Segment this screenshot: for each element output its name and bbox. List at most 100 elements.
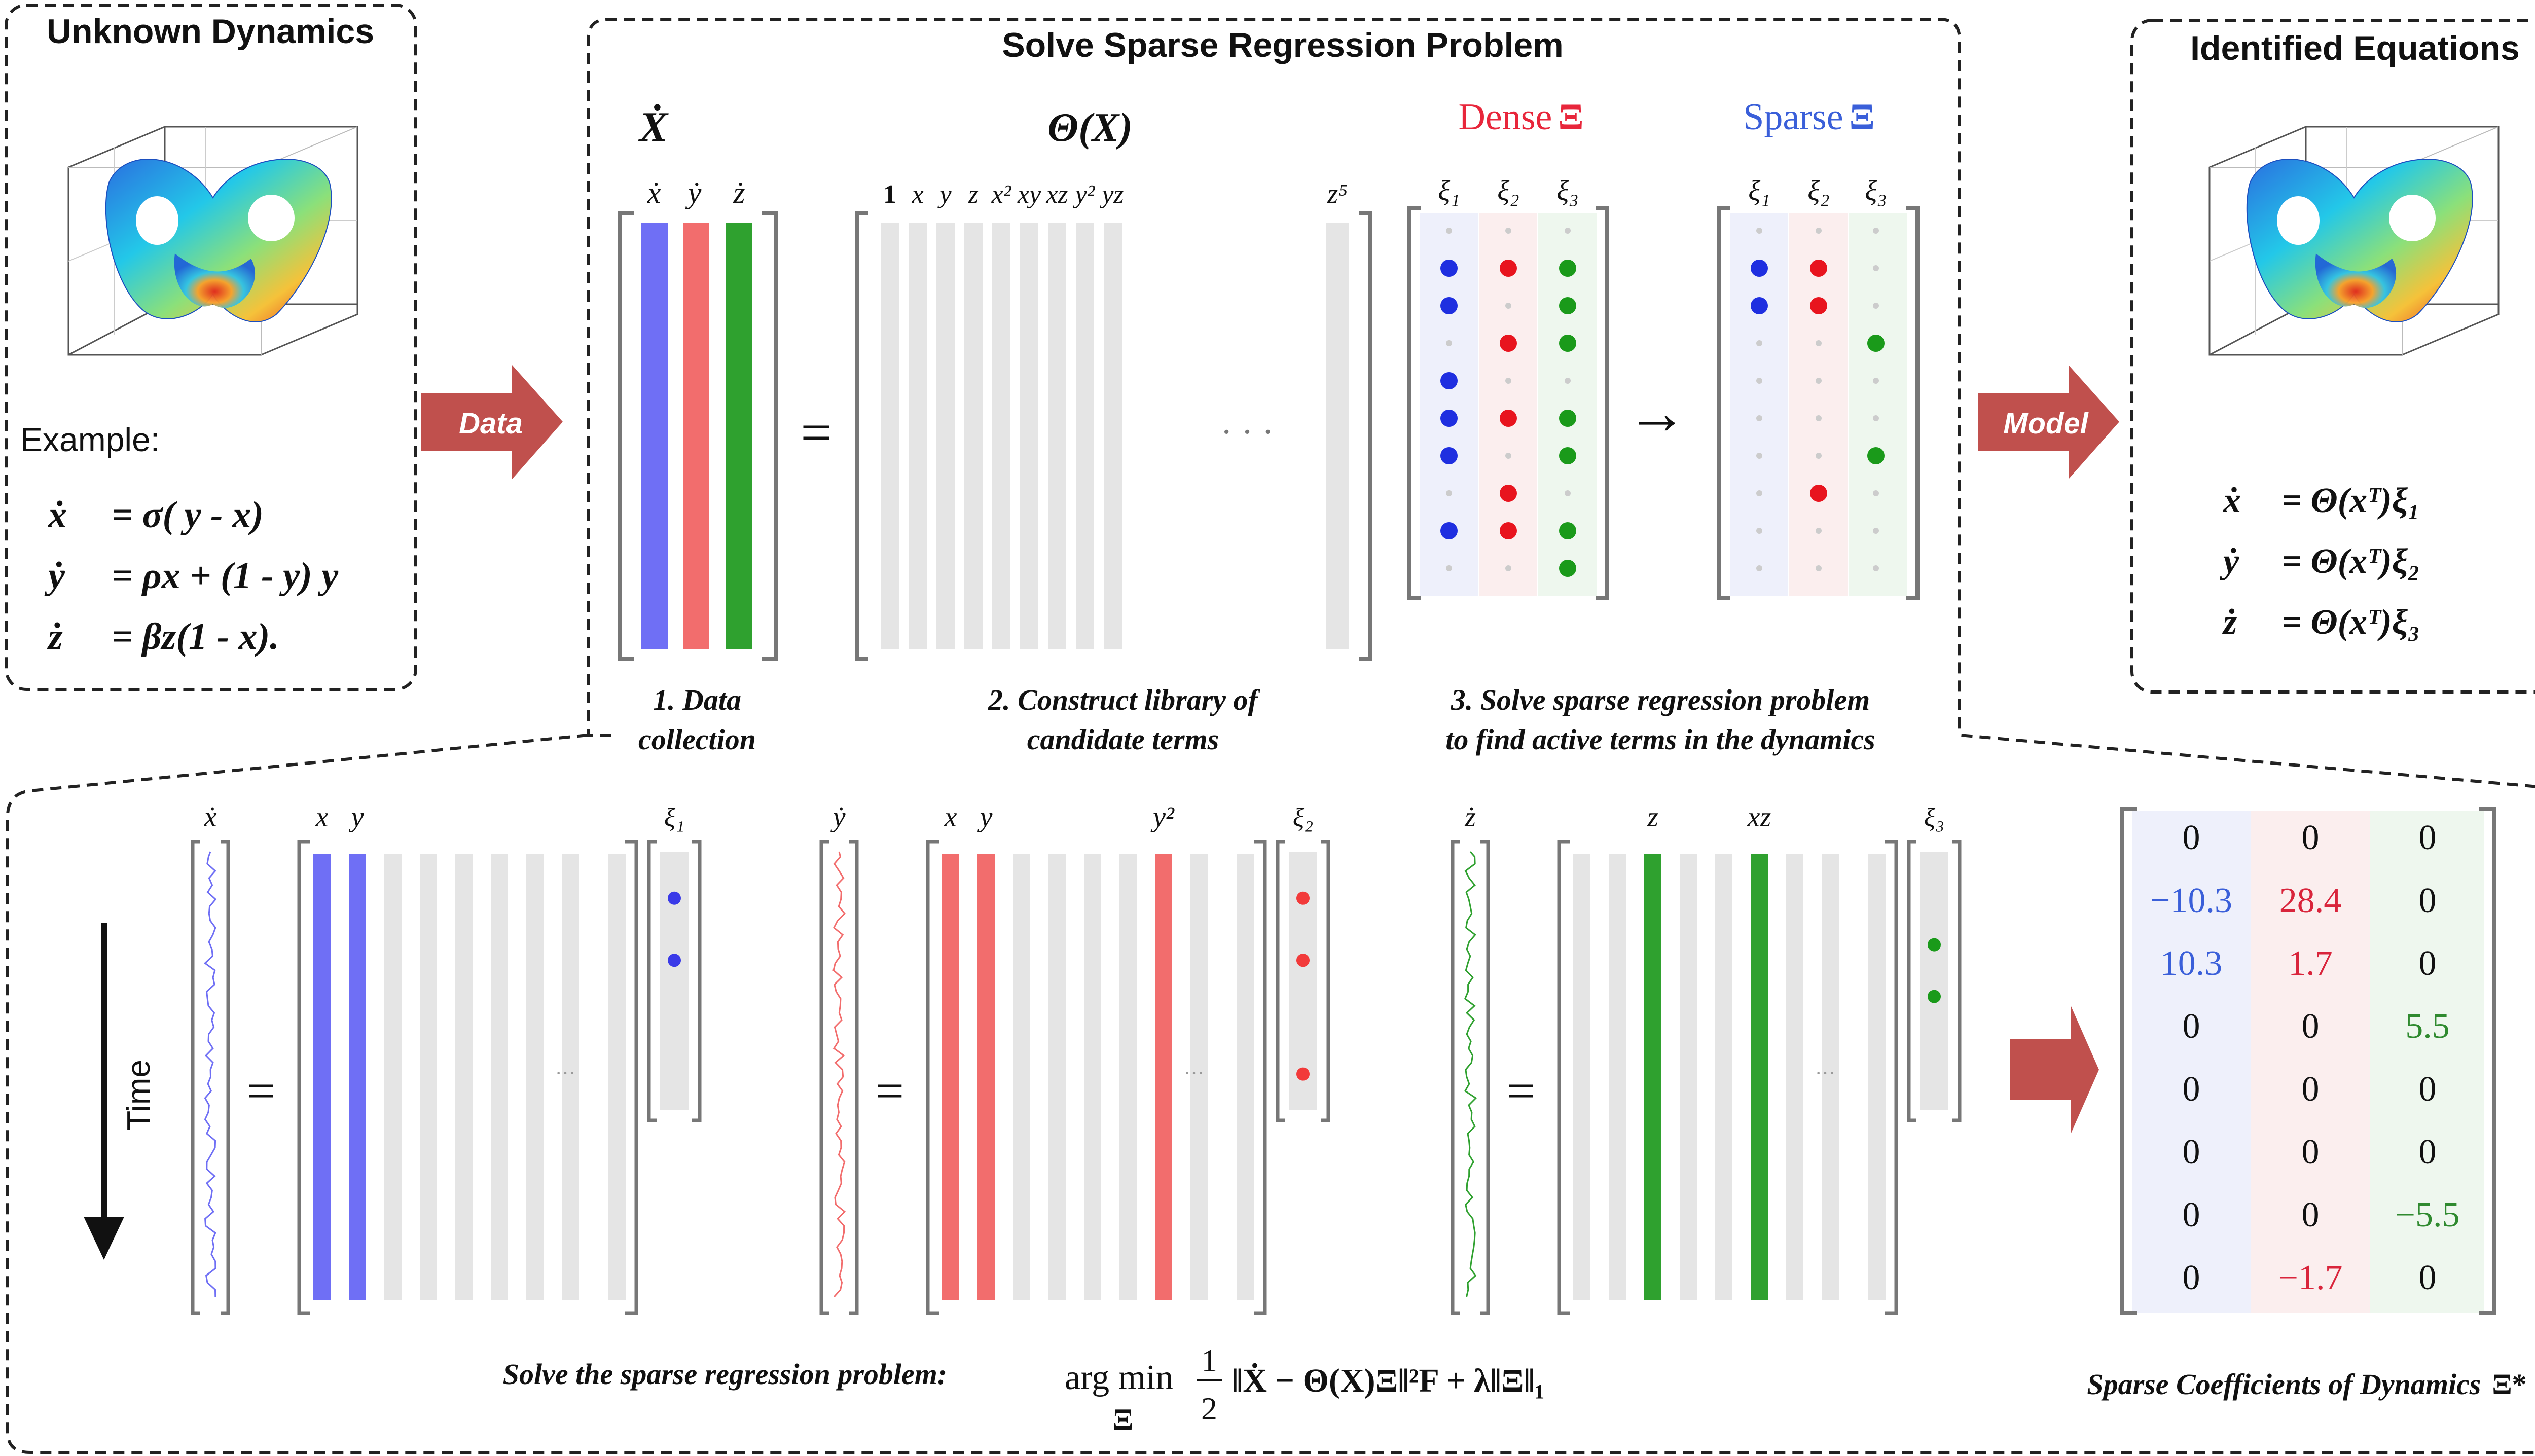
inactive-coefficient-dot <box>1505 453 1511 459</box>
inactive-coefficient-dot <box>1756 453 1762 459</box>
xi-vector-column <box>1920 852 1948 1110</box>
step3-caption: 3. Solve sparse regression problem <box>1451 683 1870 716</box>
active-coefficient-dot <box>1867 335 1885 352</box>
theta-column <box>964 223 983 649</box>
inactive-coefficient-dot <box>1816 453 1822 459</box>
matrix-band-red <box>2251 811 2370 1313</box>
bracket-left <box>1407 206 1421 600</box>
derivative-label: ẋ <box>204 802 217 833</box>
bracket-right <box>2479 807 2496 1315</box>
bracket-right <box>1359 211 1372 661</box>
theta-col-label: yz <box>1099 180 1124 209</box>
inactive-coefficient-dot <box>1816 528 1822 534</box>
equation-rhs: = Θ(xᵀ)ξ₁ <box>2282 481 2420 520</box>
bracket-right <box>1596 206 1609 600</box>
xi-col-label: ξ₃ <box>1865 175 1887 207</box>
matrix-cell: −5.5 <box>2396 1195 2460 1234</box>
matrix-cell: 0 <box>2183 1133 2200 1172</box>
argmin-label: arg min <box>1065 1358 1174 1397</box>
xi-bracket <box>1276 840 1330 1122</box>
inactive-coefficient-dot <box>1816 378 1822 384</box>
theta-column <box>881 223 899 649</box>
ydot-column <box>683 223 709 649</box>
equation-lhs: ẏ <box>2220 542 2239 581</box>
library-dots: ··· <box>1815 1062 1835 1084</box>
active-coefficient-dot <box>1440 447 1458 464</box>
active-library-column <box>942 854 959 1300</box>
theta-col-label: xz <box>1045 180 1068 209</box>
solve-panel: Solve Sparse Regression Problem Ẋ ẋ ẏ ż … <box>587 18 1961 756</box>
panel-border <box>587 18 1961 737</box>
inactive-coefficient-dot <box>1565 378 1571 384</box>
active-coefficient-dot <box>1440 372 1458 389</box>
dense-to-sparse-arrow: → <box>1626 379 1687 447</box>
inactive-coefficient-dot <box>1505 228 1511 234</box>
objective-terms: ‖Ẋ − Θ(X)Ξ‖²F + λ‖Ξ‖₁ <box>1232 1362 1545 1399</box>
inactive-coefficient-dot <box>1873 528 1879 534</box>
step1-caption: 1. Data <box>653 683 741 716</box>
panel-title: Identified Equations <box>2190 29 2520 67</box>
library-column <box>526 854 544 1300</box>
matrix-cell: 0 <box>2419 818 2437 857</box>
inactive-coefficient-dot <box>1873 490 1879 496</box>
inactive-coefficient-dot <box>1505 378 1511 384</box>
matrix-band-green <box>2370 811 2484 1313</box>
step2-caption: candidate terms <box>1027 723 1219 756</box>
equation-rhs: = βz(1 - x). <box>112 616 279 658</box>
xi-active-dot <box>668 954 681 967</box>
derivative-timeseries <box>204 851 217 1297</box>
equals-sign: = <box>876 1063 904 1119</box>
to-matrix-arrow <box>2010 1006 2099 1133</box>
matrix-cell: 0 <box>2419 944 2437 983</box>
bracket-left <box>2120 807 2137 1315</box>
inactive-coefficient-dot <box>1756 340 1762 346</box>
library-term-label: x <box>944 802 957 833</box>
derivative-label: ẏ <box>830 802 846 833</box>
xi-active-dot <box>1296 891 1310 905</box>
panel-border <box>5 4 417 691</box>
equation-lhs: ẏ <box>44 555 65 597</box>
attractor-plot <box>67 126 358 356</box>
argmin-subscript: Ξ <box>1113 1403 1134 1436</box>
library-column <box>1680 854 1697 1300</box>
identified-equations: ẋ = Θ(xᵀ)ξ₁ ẏ = Θ(xᵀ)ξ₂ ż = Θ(xᵀ)ξ₃ <box>2220 481 2420 642</box>
inactive-coefficient-dot <box>1505 565 1511 571</box>
equation-lhs: ẋ <box>48 494 67 536</box>
inactive-coefficient-dot <box>1756 415 1762 421</box>
matrix-cell: 1.7 <box>2288 944 2333 983</box>
xi-active-dot <box>668 891 681 905</box>
xi-bracket <box>647 840 702 1122</box>
inactive-coefficient-dot <box>1756 490 1762 496</box>
data-arrow-label: Data <box>459 407 523 440</box>
lorenz-surface <box>105 159 332 322</box>
sparse-xi-symbol: Ξ <box>1850 96 1875 138</box>
matrix-cell: 0 <box>2183 1195 2200 1234</box>
equals-sign: = <box>1507 1063 1535 1119</box>
theta-column <box>936 223 955 649</box>
dense-xi-symbol: Ξ <box>1558 96 1583 138</box>
objective-formula: arg min Ξ 1 2 ‖Ẋ − Θ(X)Ξ‖²F + λ‖Ξ‖₁ <box>1065 1342 1545 1436</box>
inactive-coefficient-dot <box>1756 565 1762 571</box>
theta-col-label: 1 <box>883 180 896 209</box>
matrix-cell: 10.3 <box>2160 944 2223 983</box>
xi-active-dot <box>1296 1067 1310 1081</box>
active-coefficient-dot <box>1500 485 1517 502</box>
library-column <box>420 854 437 1300</box>
bracket-right <box>762 211 778 661</box>
time-label: Time <box>120 1060 157 1131</box>
matrix-cell: −1.7 <box>2278 1258 2343 1297</box>
model-arrow: Model <box>1978 365 2119 479</box>
panel-title: Solve Sparse Regression Problem <box>1002 26 1563 64</box>
active-coefficient-dot <box>1810 297 1827 314</box>
active-library-column <box>977 854 995 1300</box>
inactive-coefficient-dot <box>1446 228 1452 234</box>
active-library-column <box>313 854 331 1300</box>
xi-label: ξ₃ <box>1924 804 1944 832</box>
equation-lhs: ż <box>47 616 63 658</box>
matrix-cell: −10.3 <box>2150 881 2232 920</box>
